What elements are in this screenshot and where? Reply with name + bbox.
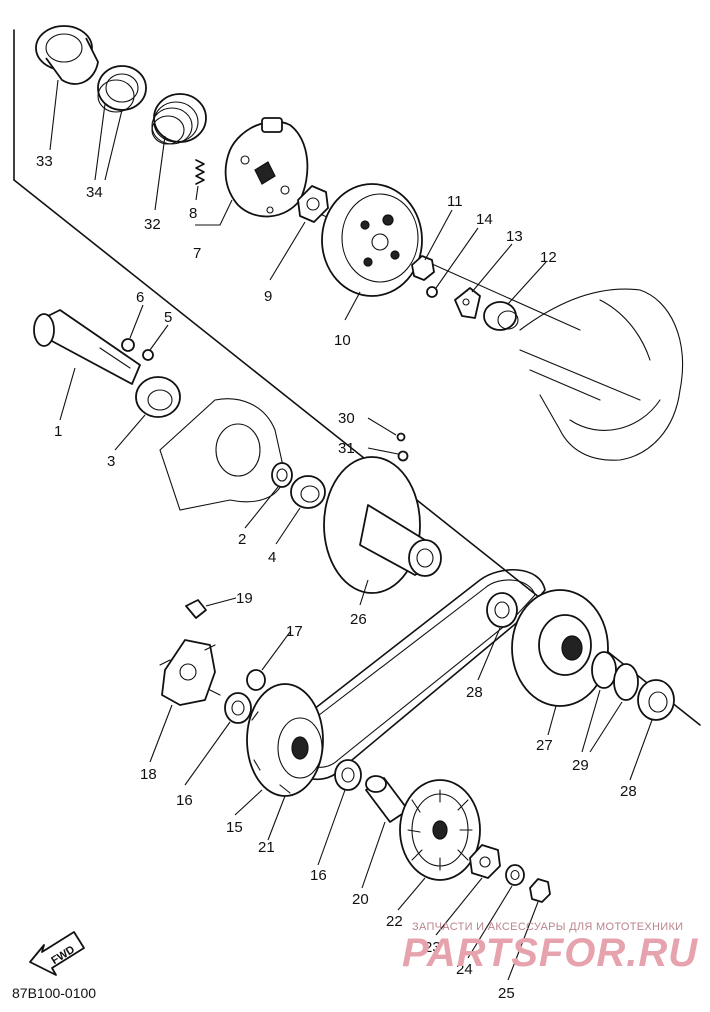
part-4-oil-seal (290, 475, 326, 509)
callout-20: 20 (352, 891, 369, 908)
part-33-housing (35, 25, 99, 85)
callout-27: 27 (536, 737, 553, 754)
part-16-collar-upper (224, 692, 252, 724)
part-32-coil-spring (151, 93, 207, 145)
callout-22: 22 (386, 913, 403, 930)
callout-17: 17 (286, 623, 303, 640)
callout-21: 21 (258, 839, 275, 856)
callout-32: 32 (144, 216, 161, 233)
callout-4: 4 (268, 549, 276, 566)
catalog-code: 87B100-0100 (12, 985, 96, 1001)
part-12-bearing (483, 301, 519, 331)
part-18-cam-plate (159, 639, 221, 706)
part-24-washer (505, 864, 525, 886)
part-13-plate (454, 287, 481, 319)
callout-6: 6 (136, 289, 144, 306)
callout-30: 30 (338, 410, 355, 427)
callout-26: 26 (350, 611, 367, 628)
part-11-nut (411, 255, 435, 281)
part-28-collar-upper (486, 592, 518, 628)
callout-16-lower: 16 (310, 867, 327, 884)
part-5-washer (142, 349, 154, 361)
part-31-pin (397, 450, 409, 462)
part-20-bushing (365, 775, 409, 823)
callout-2: 2 (238, 531, 246, 548)
callout-18: 18 (140, 766, 157, 783)
part-21-movable-sheave (246, 683, 324, 797)
callout-1: 1 (54, 423, 62, 440)
watermark-tagline: ЗАПЧАСТИ И АКСЕССУАРЫ ДЛЯ МОТОТЕХНИКИ (412, 921, 683, 933)
callout-34: 34 (86, 184, 103, 201)
callout-31: 31 (338, 440, 355, 457)
watermark-logo: PARTSFOR.RU (402, 931, 698, 975)
part-28-collar-lower (637, 679, 675, 721)
part-25-nut (529, 878, 551, 903)
part-8-small-spring (195, 159, 205, 185)
part-7-clutch-carrier (224, 117, 309, 218)
part-17-roller (246, 669, 266, 691)
part-30-pin (396, 432, 406, 442)
part-22-fan-sheave (399, 779, 481, 881)
part-26-fixed-sheave (323, 456, 442, 594)
part-10-clutch-housing (321, 183, 423, 297)
part-19-slider (185, 599, 207, 619)
callout-9: 9 (264, 288, 272, 305)
callout-5: 5 (164, 309, 172, 326)
cover-outline (159, 398, 286, 511)
callout-28-lower: 28 (620, 783, 637, 800)
part-3-bearing (135, 376, 181, 418)
callout-10: 10 (334, 332, 351, 349)
part-2-circlip (271, 462, 293, 488)
part-14-bolt (426, 286, 438, 298)
crankcase-outline (519, 288, 684, 461)
leader-lines (49, 79, 653, 981)
watermark: ЗАПЧАСТИ И АКСЕССУАРЫ ДЛЯ МОТОТЕХНИКИ PA… (402, 921, 698, 975)
callout-29: 29 (572, 757, 589, 774)
callout-33: 33 (36, 153, 53, 170)
callout-7: 7 (193, 245, 201, 262)
callout-24: 24 (456, 961, 473, 978)
callout-12: 12 (540, 249, 557, 266)
part-29-o-rings (591, 651, 639, 701)
part-27-secondary-sheave (511, 589, 609, 707)
callout-28-upper: 28 (466, 684, 483, 701)
callout-11: 11 (447, 193, 463, 210)
part-9-nut (297, 185, 329, 223)
callout-23: 23 (424, 939, 441, 956)
callout-13: 13 (506, 228, 523, 245)
callout-15: 15 (226, 819, 243, 836)
callout-14: 14 (476, 211, 493, 228)
forward-arrow: FWD (29, 931, 85, 976)
callout-8: 8 (189, 205, 197, 222)
callout-19: 19 (236, 590, 253, 607)
callout-16-upper: 16 (176, 792, 193, 809)
callout-labels: 33 34 32 8 7 9 10 11 14 13 12 6 5 1 3 2 … (36, 153, 637, 1002)
part-6-bolt (121, 338, 135, 352)
part-23-gear-nut (469, 844, 501, 879)
callout-3: 3 (107, 453, 115, 470)
part-1-drive-shaft (33, 309, 141, 385)
callout-25: 25 (498, 985, 515, 1002)
part-16-collar-lower (334, 759, 362, 791)
